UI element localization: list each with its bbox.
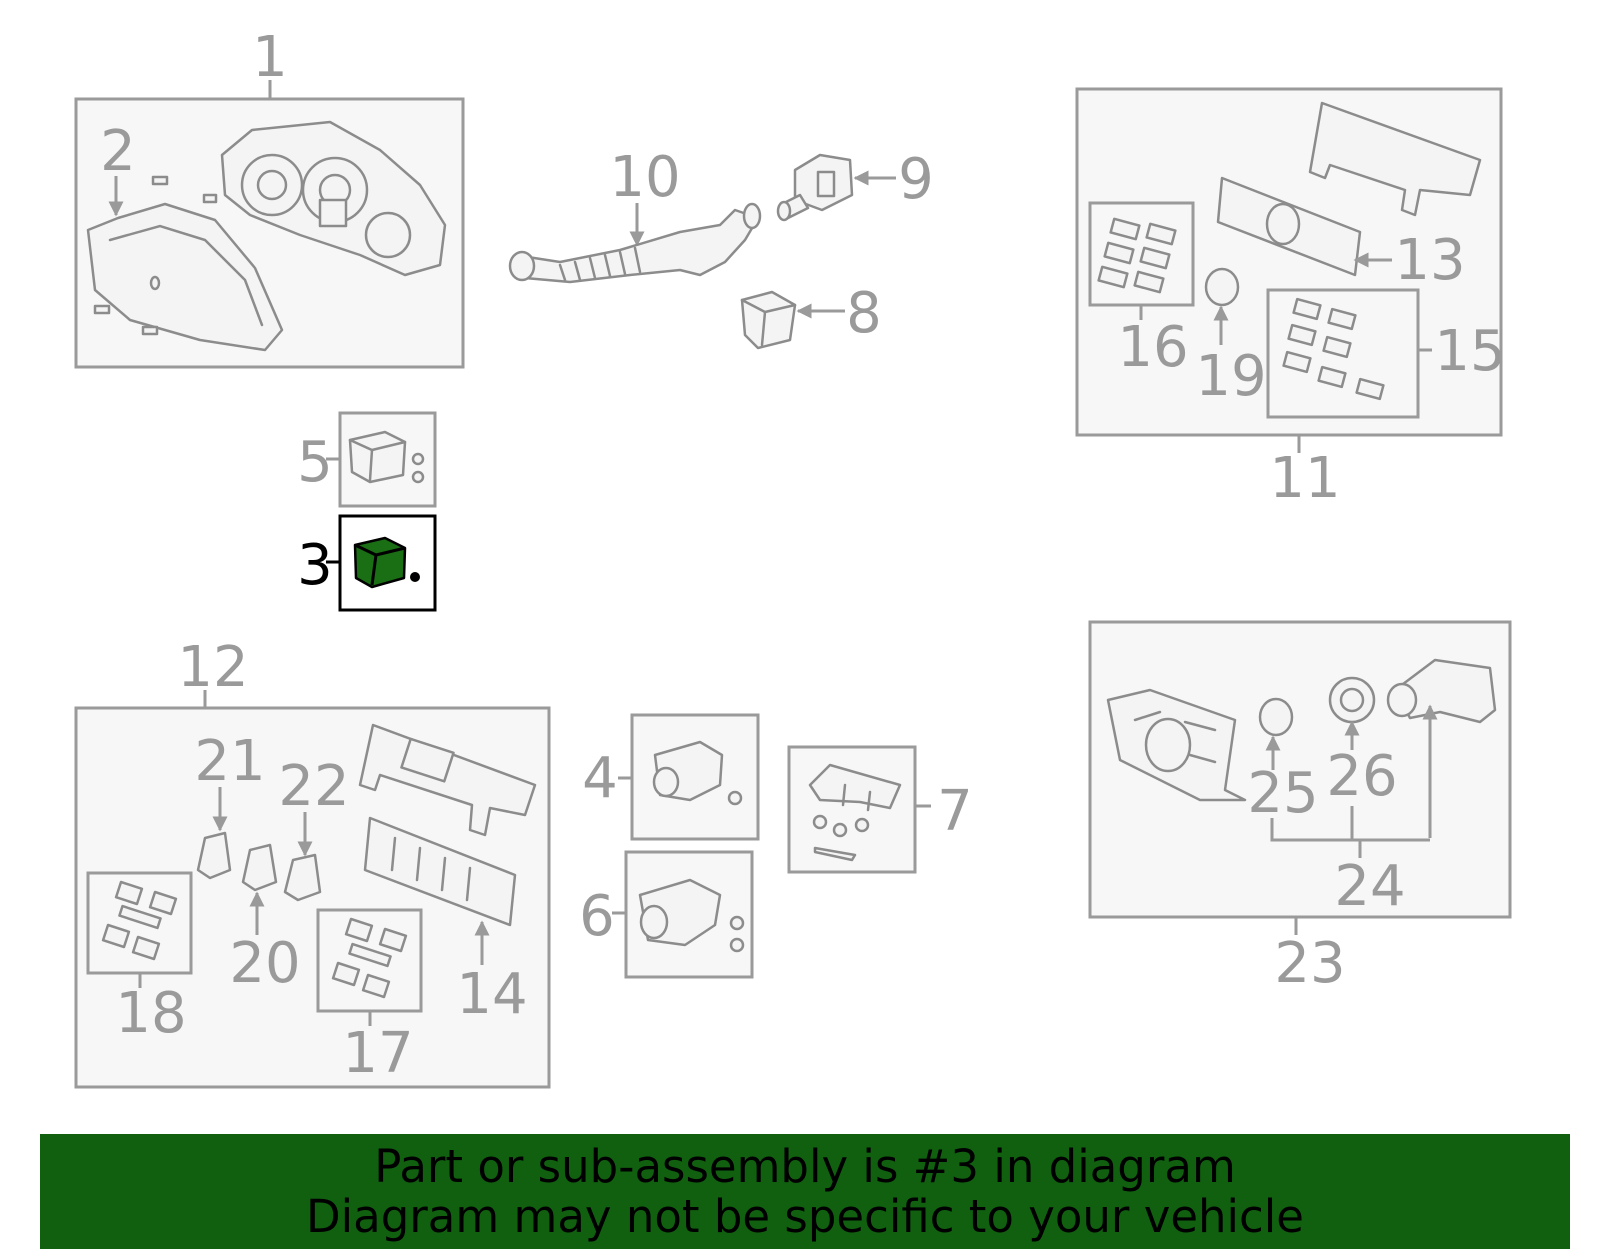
banner-line-part-number: Part or sub-assembly is #3 in diagram [374,1139,1236,1193]
callout-23: 23 [1274,931,1345,996]
callout-17: 17 [342,1021,413,1086]
callout-12: 12 [177,635,248,700]
callout-15: 15 [1434,319,1505,384]
callout-8: 8 [846,281,882,346]
group-11-climate-control[interactable]: 11 13 16 19 15 [1075,87,1506,511]
part-7-switch-kit[interactable]: 7 [787,745,973,874]
part-4-switch[interactable]: 4 [582,713,760,841]
part-3-switch-highlighted[interactable]: 3 [297,514,437,612]
panel-top-illustration [1308,101,1482,217]
part-6-switch[interactable]: 6 [579,850,754,979]
part-9-sensor[interactable]: 9 [776,147,934,222]
group-12-climate-control[interactable]: 12 14 21 22 20 18 17 [74,635,551,1089]
part-8-bracket[interactable]: 8 [740,281,882,350]
callout-10: 10 [609,145,680,210]
callout-1: 1 [252,25,288,90]
callout-19: 19 [1195,344,1266,409]
callout-21: 21 [194,729,265,794]
callout-16: 16 [1117,315,1188,380]
callout-22: 22 [278,754,349,819]
callout-20: 20 [229,931,300,996]
callout-2: 2 [100,119,136,184]
info-banner: Part or sub-assembly is #3 in diagram Di… [40,1134,1570,1249]
part-10-tube[interactable]: 10 [508,145,762,284]
callout-11: 11 [1269,446,1340,511]
callout-24: 24 [1334,854,1405,919]
callout-7: 7 [937,779,973,844]
group-23-audio-control[interactable]: 23 25 26 24 [1088,620,1512,996]
meter-lens-illustration [86,202,284,352]
callout-18: 18 [115,981,186,1046]
callout-26: 26 [1326,744,1397,809]
callout-9: 9 [898,147,934,212]
callout-4: 4 [582,746,618,811]
callout-5: 5 [297,430,333,495]
callout-14: 14 [456,962,527,1027]
callout-6: 6 [579,884,615,949]
callout-3: 3 [297,533,333,598]
part-5-switch[interactable]: 5 [297,411,437,508]
callout-13: 13 [1394,228,1465,293]
group-1-instrument-cluster[interactable]: 1 2 [74,25,465,369]
callout-25: 25 [1247,761,1318,826]
meter-housing-illustration [220,120,447,277]
banner-line-disclaimer: Diagram may not be specific to your vehi… [306,1189,1304,1243]
